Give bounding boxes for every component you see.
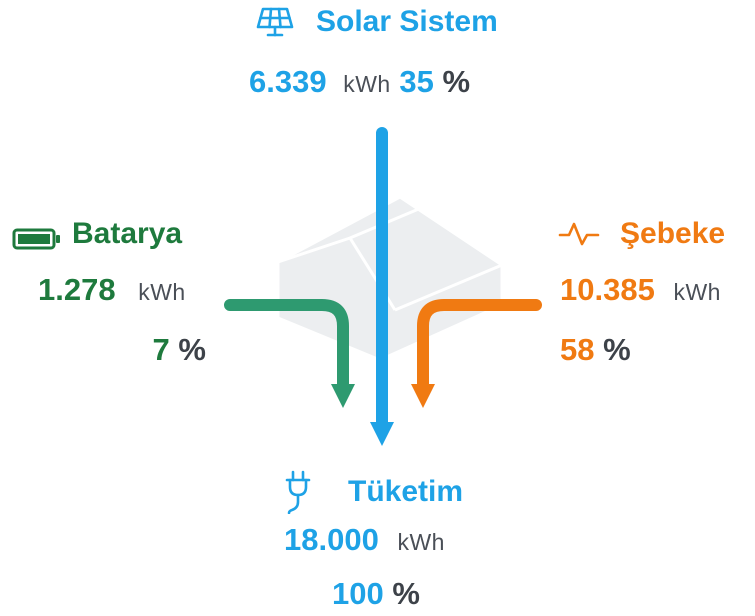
consumption-percent-sign: % xyxy=(392,576,420,611)
grid-percent: 58 xyxy=(560,332,595,367)
consumption-unit: kWh xyxy=(397,529,445,555)
solar-percent-sign: % xyxy=(442,64,471,99)
grid-percent-sign: % xyxy=(603,332,631,367)
consumption-value-row: 18.000 kWh xyxy=(284,522,504,560)
solar-percent: 35 xyxy=(399,64,434,99)
grid-title-row: Şebeke xyxy=(558,216,755,252)
grid-value: 10.385 xyxy=(560,272,655,307)
house-illustration xyxy=(276,195,504,362)
consumption-percent: 100 xyxy=(332,576,384,611)
battery-value-row: 1.278 kWh xyxy=(38,272,212,310)
consumption-section: Tüketim 18.000 kWh 100 % xyxy=(284,470,504,612)
grid-unit: kWh xyxy=(673,279,721,305)
consumption-title: Tüketim xyxy=(348,475,464,508)
battery-section: Batarya 1.278 kWh 7 % xyxy=(12,216,212,368)
solar-title: Solar Sistem xyxy=(316,5,498,38)
battery-unit: kWh xyxy=(138,279,186,305)
consumption-value: 18.000 xyxy=(284,522,379,557)
consumption-title-row: Tüketim xyxy=(284,470,504,515)
solar-section: Solar Sistem 6.339 kWh 35 % xyxy=(249,4,526,102)
battery-percent-sign: % xyxy=(178,332,206,367)
battery-title: Batarya xyxy=(72,217,183,250)
solar-title-row: Solar Sistem xyxy=(256,4,526,40)
grid-percent-row: 58 % xyxy=(560,332,755,368)
grid-flow-arrow xyxy=(411,299,542,408)
battery-value: 1.278 xyxy=(38,272,116,307)
battery-icon xyxy=(12,223,62,250)
battery-percent-row: 7 % xyxy=(12,332,212,368)
solar-panel-icon xyxy=(256,6,294,38)
battery-flow-arrow xyxy=(224,299,355,408)
grid-section: Şebeke 10.385 kWh 58 % xyxy=(558,216,755,368)
solar-flow-arrow xyxy=(370,127,394,446)
solar-value-row: 6.339 kWh 35 % xyxy=(249,64,526,102)
battery-percent: 7 xyxy=(152,332,170,367)
consumption-percent-row: 100 % xyxy=(332,576,504,612)
battery-title-row: Batarya xyxy=(12,216,212,252)
grid-value-row: 10.385 kWh xyxy=(560,272,755,310)
grid-title: Şebeke xyxy=(620,217,726,250)
plug-icon xyxy=(284,470,312,515)
pulse-icon xyxy=(558,220,600,248)
solar-unit: kWh xyxy=(343,71,391,97)
solar-value: 6.339 xyxy=(249,64,327,99)
